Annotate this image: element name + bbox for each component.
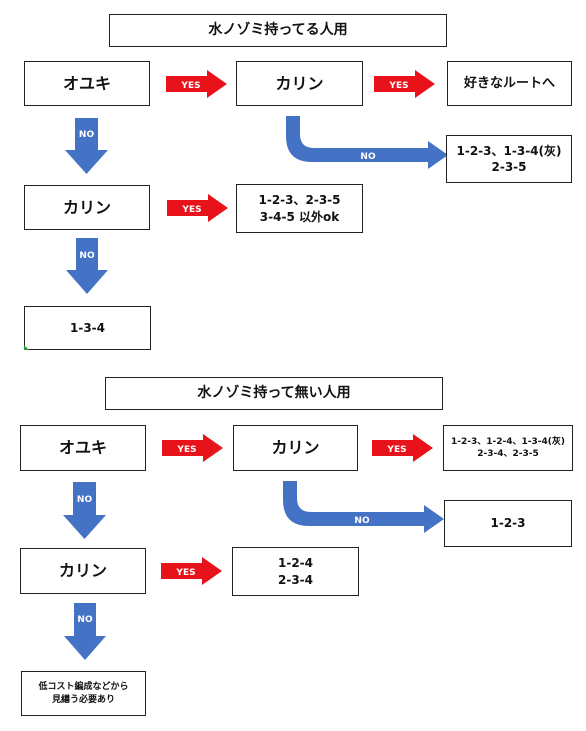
svg-text:NO: NO	[354, 516, 370, 526]
no-arrow: NO	[63, 482, 106, 539]
yes-arrow: YES	[162, 434, 223, 462]
section1-title: 水ノゾミ持ってる人用	[109, 14, 447, 47]
yes-arrow: YES	[372, 434, 433, 462]
node-label-line2: 2-3-5	[491, 160, 527, 174]
svg-text:YES: YES	[181, 205, 201, 215]
svg-text:NO: NO	[360, 152, 376, 162]
section2-title-text: 水ノゾミ持って無い人用	[197, 385, 351, 402]
no-arrow-curved: NO	[286, 116, 448, 169]
section2-result-yes: 1-2-3、1-2-4、1-3-4(灰) 2-3-4、2-3-5	[443, 425, 573, 471]
section1-title-text: 水ノゾミ持ってる人用	[208, 22, 348, 39]
section2-result-mid: 1-2-4 2-3-4	[232, 547, 359, 596]
svg-text:YES: YES	[176, 445, 196, 455]
yes-arrow: YES	[167, 194, 228, 222]
node-label-line1: 1-2-4	[277, 556, 313, 571]
node-label-line1: 1-2-3、1-2-4、1-3-4(灰)	[451, 436, 565, 447]
node-label: オユキ	[62, 73, 111, 93]
node-label-line1: 1-2-3、2-3-5	[258, 193, 341, 208]
svg-text:YES: YES	[180, 81, 200, 91]
node-label-line1: 1-2-3、1-3-4(灰)	[456, 143, 562, 158]
svg-text:YES: YES	[388, 81, 408, 91]
svg-text:NO: NO	[77, 495, 93, 505]
node-label-line2: 2-3-4、2-3-5	[477, 449, 539, 459]
section1-result-yes: 好きなルートへ	[447, 61, 572, 106]
node-label: カリン	[271, 438, 320, 458]
yes-arrow: YES	[374, 70, 435, 98]
node-label: カリン	[275, 73, 324, 93]
section1-start-node: オユキ	[24, 61, 150, 106]
no-arrow: NO	[65, 118, 108, 174]
corner-marker	[24, 345, 29, 350]
node-label: 好きなルートへ	[463, 75, 555, 91]
node-label: カリン	[58, 561, 107, 581]
yes-arrow: YES	[166, 70, 227, 98]
section2-check2-node: カリン	[233, 425, 358, 471]
section1-result-no: 1-2-3、1-3-4(灰) 2-3-5	[446, 135, 572, 183]
svg-text:NO: NO	[79, 251, 95, 261]
section1-check3-node: カリン	[24, 185, 150, 230]
node-label: 1-2-3	[490, 516, 526, 531]
node-label-line2: 3-4-5 以外ok	[259, 209, 340, 224]
section2-title: 水ノゾミ持って無い人用	[105, 377, 443, 410]
no-arrow: NO	[64, 603, 106, 660]
node-label: 1-3-4	[69, 320, 105, 335]
svg-text:NO: NO	[77, 615, 93, 625]
node-label: カリン	[62, 197, 111, 217]
node-label: オユキ	[58, 438, 107, 458]
node-label-line2: 見繕う必要あり	[51, 694, 115, 705]
svg-text:YES: YES	[175, 568, 195, 578]
yes-arrow: YES	[161, 557, 222, 585]
node-label-line2: 2-3-4	[277, 572, 313, 587]
section1-result-final: 1-3-4	[24, 306, 151, 350]
node-label-line1: 低コスト編成などから	[38, 682, 129, 693]
svg-text:YES: YES	[386, 445, 406, 455]
no-arrow: NO	[66, 238, 108, 294]
section1-check2-node: カリン	[236, 61, 363, 106]
section2-start-node: オユキ	[20, 425, 146, 471]
section1-result-mid: 1-2-3、2-3-5 3-4-5 以外ok	[236, 184, 363, 233]
svg-text:NO: NO	[79, 130, 95, 140]
no-arrow-curved: NO	[283, 481, 444, 533]
section2-result-no: 1-2-3	[444, 500, 572, 547]
section2-result-final: 低コスト編成などから 見繕う必要あり	[21, 671, 146, 716]
section2-check3-node: カリン	[20, 548, 146, 594]
